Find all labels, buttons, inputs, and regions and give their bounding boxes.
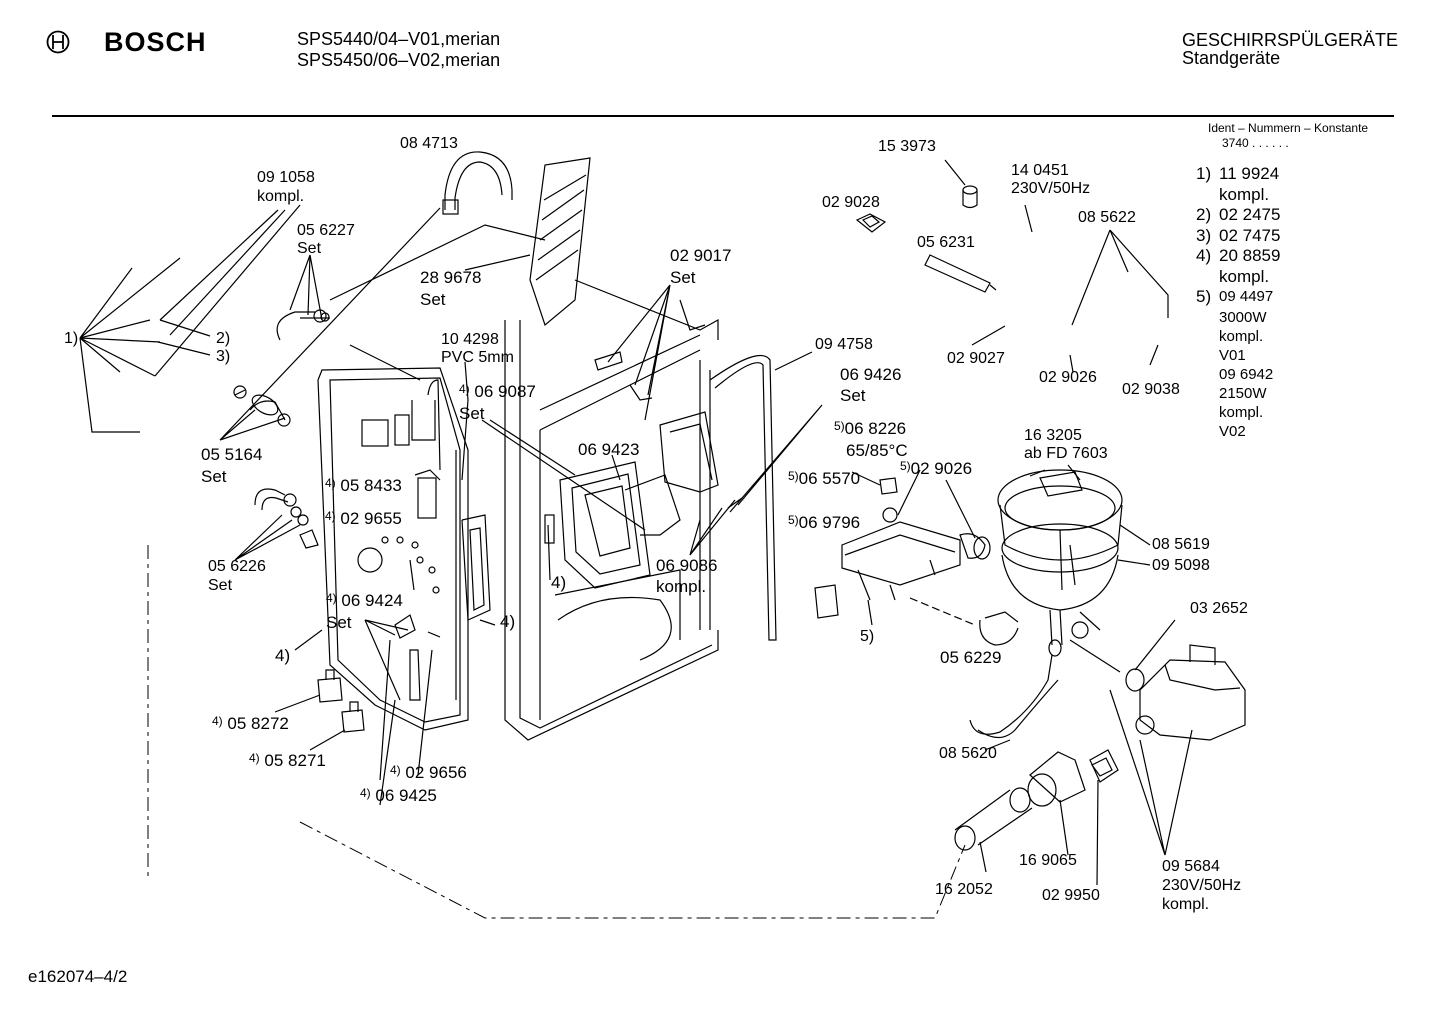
label-kompl-b: kompl.: [656, 577, 707, 596]
brand-name: BOSCH: [104, 27, 207, 57]
category-title: GESCHIRRSPÜLGERÄTE: [1182, 30, 1399, 50]
legend-row: kompl.: [1219, 327, 1264, 345]
label-05-6231: 05 6231: [917, 234, 975, 251]
label-sup-5-a: 5): [834, 419, 845, 433]
label-06-9425: 06 9425: [375, 786, 437, 805]
label-key-4-d: 4): [551, 573, 567, 592]
label-set-b: Set: [420, 290, 446, 309]
label-set-d: Set: [201, 467, 227, 486]
label-temp: 65/85°C: [846, 441, 908, 460]
model-line-1: SPS5440/04–V01,merian: [297, 29, 501, 49]
parts-legend: 1)11 9924 kompl. 2)02 2475 3)02 7475 4)2…: [1196, 164, 1280, 441]
legend-row: 3000W: [1219, 308, 1267, 326]
label-key-5: 5): [860, 628, 875, 645]
label-08-5620: 08 5620: [939, 745, 997, 762]
label-02-9655: 02 9655: [340, 509, 402, 528]
legend-row: 1)11 9924: [1196, 164, 1280, 183]
label-set-f: Set: [326, 613, 352, 632]
legend-row: kompl.: [1219, 403, 1264, 421]
label-key-3: 3): [216, 348, 231, 365]
label-09-5684: 09 5684: [1162, 858, 1220, 875]
label-02-9017: 02 9017: [670, 246, 732, 265]
label-02-9026-a: 02 9026: [910, 459, 973, 478]
label-ab-fd-7603: ab FD 7603: [1024, 445, 1108, 462]
label-set-c: Set: [459, 404, 485, 423]
label-sup-4-a: 4): [459, 382, 470, 396]
label-set-e: Set: [208, 577, 233, 594]
label-02-9026-b: 02 9026: [1039, 369, 1097, 386]
label-02-9950: 02 9950: [1042, 887, 1100, 904]
label-05-8271: 05 8271: [264, 751, 326, 770]
label-09-5098: 09 5098: [1152, 557, 1210, 574]
ident-label: Ident – Nummern – Konstante: [1208, 121, 1369, 135]
header-divider: [52, 115, 1394, 117]
label-08-5619: 08 5619: [1152, 536, 1210, 553]
label-05-8433: 05 8433: [340, 476, 402, 495]
label-key-4-b: 4): [275, 646, 291, 665]
legend-row: 4)20 8859: [1196, 246, 1281, 265]
legend-row: kompl.: [1219, 266, 1270, 286]
label-05-8272: 05 8272: [227, 714, 289, 733]
label-key-2: 2): [216, 330, 231, 347]
label-16-3205: 16 3205: [1024, 427, 1082, 444]
legend-row: kompl.: [1219, 184, 1270, 204]
label-key-4-c: 4): [500, 612, 516, 631]
label-02-9028: 02 9028: [822, 194, 880, 211]
bosch-logo-icon: [46, 30, 70, 54]
label-05-6229: 05 6229: [940, 648, 1002, 667]
legend-row: 2150W: [1219, 384, 1267, 402]
label-06-9087: 06 9087: [474, 382, 536, 401]
legend-row: V02: [1219, 422, 1246, 440]
ident-constant: Ident – Nummern – Konstante 3740 . . . .…: [1208, 121, 1368, 151]
label-02-9027: 02 9027: [947, 350, 1005, 367]
label-06-9423: 06 9423: [578, 440, 640, 459]
label-06-9426: 06 9426: [840, 365, 902, 384]
label-set-a: Set: [297, 240, 322, 257]
label-06-9796: 06 9796: [798, 513, 861, 532]
label-08-5622: 08 5622: [1078, 209, 1136, 226]
label-10-4298: 10 4298: [441, 331, 499, 348]
label-05-5164: 05 5164: [201, 445, 263, 464]
label-set-h: Set: [840, 386, 866, 405]
legend-row: 2)02 2475: [1196, 205, 1281, 224]
label-16-9065: 16 9065: [1019, 852, 1077, 869]
label-06-8226: 06 8226: [844, 419, 907, 438]
label-08-4713: 08 4713: [400, 135, 458, 152]
legend-row: 3)02 7475: [1196, 225, 1281, 245]
label-06-9424: 06 9424: [341, 591, 403, 610]
label-16-2052: 16 2052: [935, 881, 993, 898]
drawing-number: e162074–4/2: [28, 967, 128, 986]
label-02-9656: 02 9656: [405, 763, 467, 782]
label-06-9086: 06 9086: [656, 556, 718, 575]
label-05-6227: 05 6227: [297, 222, 355, 239]
legend-row: 09 6942: [1219, 365, 1274, 383]
label-set-g: Set: [670, 268, 696, 287]
label-02-9038: 02 9038: [1122, 381, 1180, 398]
label-volt-b: 230V/50Hz: [1162, 877, 1242, 894]
label-key-1: 1): [64, 330, 79, 347]
label-kompl-a: kompl.: [257, 188, 305, 205]
label-28-9678: 28 9678: [420, 268, 482, 287]
label-pvc: PVC 5mm: [441, 349, 514, 366]
label-09-4758: 09 4758: [815, 336, 873, 353]
label-09-1058: 09 1058: [257, 169, 315, 186]
label-volt-a: 230V/50Hz: [1011, 180, 1091, 197]
label-03-2652: 03 2652: [1190, 600, 1248, 617]
label-06-5570: 06 5570: [798, 469, 861, 488]
subcategory-title: Standgeräte: [1182, 48, 1281, 68]
legend-row: V01: [1219, 346, 1246, 364]
label-kompl-c: kompl.: [1162, 896, 1210, 913]
label-15-3973: 15 3973: [878, 138, 936, 155]
model-line-2: SPS5450/06–V02,merian: [297, 50, 501, 70]
label-14-0451: 14 0451: [1011, 162, 1069, 179]
label-05-6226: 05 6226: [208, 558, 266, 575]
legend-row: 5)09 4497: [1196, 287, 1274, 306]
ident-value: 3740 . . . . . .: [1222, 136, 1289, 150]
